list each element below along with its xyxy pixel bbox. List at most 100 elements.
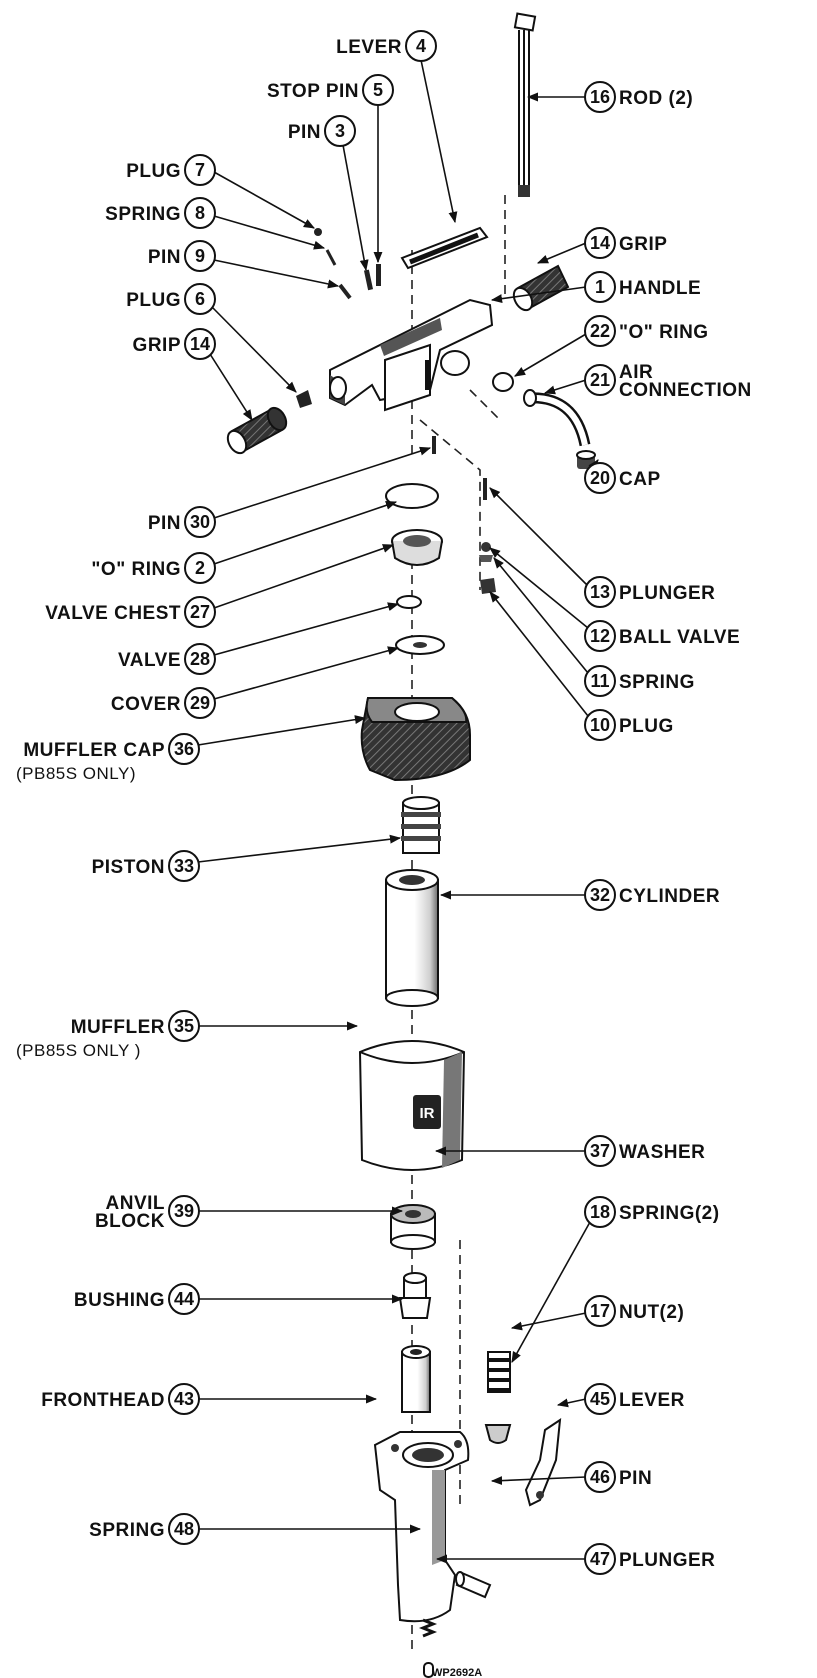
plug-6-part <box>296 390 312 408</box>
callout-label: PLUG <box>619 716 674 737</box>
callout-number: 20 <box>590 468 610 488</box>
leader-line <box>209 353 253 421</box>
callout-label: HANDLE <box>619 278 701 299</box>
muffler-cap-part <box>360 697 471 782</box>
callout-number-circle <box>584 665 616 697</box>
callout-number-circle <box>184 596 216 628</box>
callout-label: CYLINDER <box>619 886 720 907</box>
callout-label: ROD (2) <box>619 88 693 109</box>
callout-number: 6 <box>195 289 205 309</box>
callout-label: PLUG <box>126 290 181 311</box>
valve-small-parts <box>479 478 496 594</box>
bushing-part <box>401 1345 431 1413</box>
callout-label: VALVE CHEST <box>45 603 181 624</box>
leader-line <box>510 1312 587 1331</box>
callout-number: 7 <box>195 160 205 180</box>
cylinder-part <box>385 869 439 1007</box>
callout-label: PISTON <box>92 857 165 878</box>
o-ring-2-part <box>385 483 439 509</box>
callout-number: 22 <box>590 321 610 341</box>
handle-part <box>329 298 494 412</box>
callout-label: GRIP <box>133 335 181 356</box>
callout-number-circle <box>184 552 216 584</box>
leader-line <box>213 171 315 229</box>
callout-number-circle <box>584 1461 616 1493</box>
callout-number: 46 <box>590 1467 610 1487</box>
callout-number: 44 <box>174 1289 194 1309</box>
callout-number: 8 <box>195 203 205 223</box>
leader-line <box>556 1398 587 1408</box>
callout-number-circle <box>584 879 616 911</box>
callout-label: MUFFLER <box>71 1017 165 1038</box>
callout-number-circle <box>584 620 616 652</box>
cover-29-part <box>395 635 445 655</box>
callout-label: STOP PIN <box>267 81 359 102</box>
callout-number: 45 <box>590 1389 610 1409</box>
grip-right-part <box>512 264 570 312</box>
spring-18-part <box>484 1351 512 1444</box>
muffler-part: IR <box>358 1040 466 1171</box>
leader-line <box>490 1476 587 1486</box>
air-connection-part <box>492 372 596 469</box>
callout-sublabel: (PB85S ONLY ) <box>16 1041 141 1060</box>
callout-number-circle <box>168 1195 200 1227</box>
callout-number-circle <box>168 1010 200 1042</box>
leader-line <box>493 557 589 674</box>
callout-label-line2: BLOCK <box>95 1211 165 1232</box>
callout-number-circle <box>168 1513 200 1545</box>
callout-number-circle <box>184 154 216 186</box>
callout-number: 11 <box>590 671 609 691</box>
callout-number: 21 <box>590 370 610 390</box>
leader-line <box>213 544 395 609</box>
callout-label-line2: CONNECTION <box>619 380 752 401</box>
callout-number-circle <box>168 733 200 765</box>
callout-number-circle <box>584 709 616 741</box>
callout-number: 37 <box>590 1141 610 1161</box>
piston-part <box>401 796 441 854</box>
callout-number-circle <box>584 315 616 347</box>
callout-number-circle <box>168 1283 200 1315</box>
callout-label: PLUNGER <box>619 1550 715 1571</box>
leader-line <box>197 834 402 863</box>
leader-line <box>543 379 587 395</box>
leader-line <box>536 242 587 264</box>
callout-number: 48 <box>174 1519 194 1539</box>
callout-number: 36 <box>174 739 194 759</box>
callout-number-circle <box>324 115 356 147</box>
anvil-block-part <box>398 1272 432 1319</box>
callout-number: 47 <box>590 1549 610 1569</box>
leader-line <box>213 259 340 289</box>
callout-label: FRONTHEAD <box>41 1390 165 1411</box>
callout-number-circle <box>584 81 616 113</box>
callout-plug-6: 6 PLUG <box>126 283 297 393</box>
washer-part <box>390 1204 436 1250</box>
callout-number: 14 <box>590 233 610 253</box>
callout-label: ANVIL <box>106 1193 166 1214</box>
callout-label: PIN <box>288 122 321 143</box>
callout-number: 17 <box>590 1301 610 1321</box>
callout-label: PLUNGER <box>619 583 715 604</box>
leader-line <box>514 333 587 377</box>
callout-number: 29 <box>190 693 210 713</box>
callout-label: GRIP <box>619 234 667 255</box>
rod-part <box>513 12 537 197</box>
fronthead-part <box>373 1431 470 1623</box>
callout-number-circle <box>584 271 616 303</box>
